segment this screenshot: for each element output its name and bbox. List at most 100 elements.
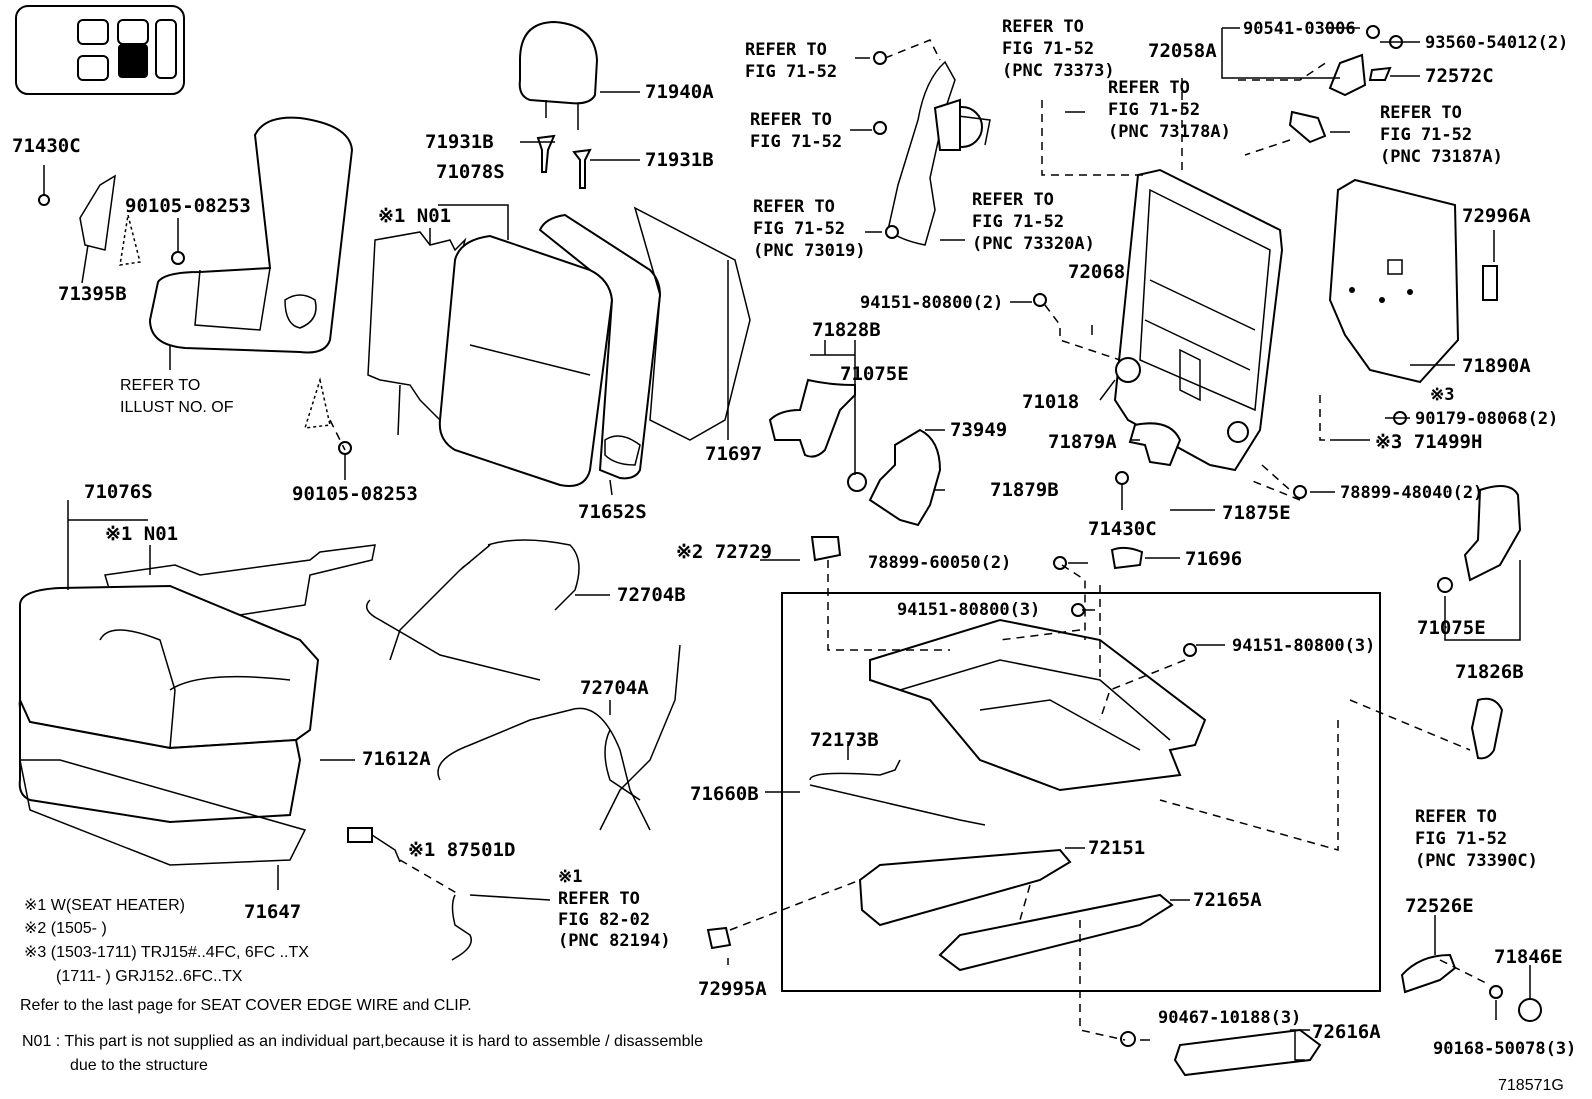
label-71696: 71696 (1185, 548, 1242, 570)
label-90168: 90168-50078(3) (1433, 1039, 1576, 1059)
label-71697: 71697 (705, 443, 762, 465)
note-n01: N01 : This part is not supplied as an in… (22, 1033, 703, 1050)
seat-cushion-assembly (18, 544, 376, 866)
label-72616A: 72616A (1312, 1021, 1381, 1043)
label-71940A: 71940A (645, 81, 714, 103)
label-ref8202-mark: ※1 (558, 867, 582, 887)
label-72165A: 72165A (1193, 889, 1262, 911)
label-73949: 73949 (950, 419, 1007, 441)
label-refer-illust-1: REFER TO (120, 377, 200, 394)
label-72729: ※2 72729 (676, 541, 772, 563)
dashed-alignment-lines (329, 39, 1491, 1041)
recliner-covers (768, 53, 1522, 760)
label-71075E-b: 71075E (1417, 617, 1486, 639)
label-ref7152-h1: REFER TO (1415, 807, 1497, 827)
label-71076S: 71076S (84, 481, 153, 503)
label-ref7152-g3: (PNC 73187A) (1380, 147, 1503, 167)
label-ref7152-d2: FIG 71-52 (1002, 39, 1094, 59)
label-ref7152-f3: (PNC 73320A) (972, 234, 1095, 254)
label-93560: 93560-54012(2) (1425, 33, 1568, 53)
seatback-frame (1113, 168, 1284, 472)
label-72996A: 72996A (1462, 205, 1531, 227)
seat-belt-part (887, 60, 991, 246)
label-94151-a: 94151-80800(2) (860, 293, 1003, 313)
fasteners (873, 25, 1503, 1047)
label-94151-c: 94151-80800(3) (1232, 636, 1375, 656)
label-72526E: 72526E (1405, 895, 1474, 917)
leader-lines (43, 27, 1531, 1061)
heater-harness (347, 827, 551, 961)
label-71612A: 71612A (362, 748, 431, 770)
label-ref7152-e2: FIG 71-52 (1108, 100, 1200, 120)
label-71931B-a: 71931B (425, 131, 494, 153)
headrest-part (518, 20, 599, 189)
note-seat-heater: ※1 W(SEAT HEATER) (24, 897, 185, 914)
label-ref8202-fig: FIG 82-02 (558, 910, 650, 930)
label-71890A: 71890A (1462, 355, 1531, 377)
label-72173B: 72173B (810, 729, 879, 751)
label-refer-illust-2: ILLUST NO. OF (120, 399, 234, 416)
label-72572C: 72572C (1425, 65, 1494, 87)
label-N01-b: ※1 N01 (105, 523, 178, 545)
label-90105-a: 90105-08253 (125, 195, 251, 217)
note-seat-cover-edge: Refer to the last page for SEAT COVER ED… (20, 997, 472, 1014)
label-ref7152-g2: FIG 71-52 (1380, 125, 1472, 145)
note-1711: (1711- ) GRJ152..6FC..TX (56, 968, 243, 985)
label-ref7152-b1: REFER TO (750, 110, 832, 130)
label-ref7152-e3: (PNC 73178A) (1108, 122, 1231, 142)
label-72151: 72151 (1088, 837, 1145, 859)
label-72704A: 72704A (580, 677, 649, 699)
figure-id: 718571G (1498, 1077, 1564, 1094)
label-71018: 71018 (1022, 391, 1079, 413)
label-71499H: ※3 71499H (1375, 431, 1482, 453)
label-ref7152-c3: (PNC 73019) (753, 241, 866, 261)
label-ref7152-c2: FIG 71-52 (753, 219, 845, 239)
part-labels: 71430C 90105-08253 71395B REFER TO ILLUS… (12, 17, 1576, 1059)
label-71828B: 71828B (812, 319, 881, 341)
label-72068: 72068 (1068, 261, 1125, 283)
note-n01-structure: due to the structure (70, 1057, 208, 1074)
label-71430C-a: 71430C (12, 135, 81, 157)
label-71395B: 71395B (58, 283, 127, 305)
label-87501D: ※1 87501D (408, 839, 515, 861)
armrest-part (38, 116, 354, 455)
label-71879B: 71879B (990, 479, 1059, 501)
footnotes: ※1 W(SEAT HEATER) ※2 (1505- ) ※3 (1503-1… (20, 897, 1564, 1094)
label-72704B: 72704B (617, 584, 686, 606)
label-ref7152-d3: (PNC 73373) (1002, 61, 1115, 81)
label-78899-a: 78899-48040(2) (1340, 483, 1483, 503)
label-ref7152-g1: REFER TO (1380, 103, 1462, 123)
note-1505: ※2 (1505- ) (24, 920, 107, 937)
label-ref7152-h3: (PNC 73390C) (1415, 851, 1538, 871)
label-71647: 71647 (244, 901, 301, 923)
label-71652S: 71652S (578, 501, 647, 523)
seat-layout-icon (15, 5, 185, 95)
label-90179: 90179-08068(2) (1415, 409, 1558, 429)
label-ref7152-a1: REFER TO (745, 40, 827, 60)
label-ref7152-f2: FIG 71-52 (972, 212, 1064, 232)
label-71078S: 71078S (436, 161, 505, 183)
release-cables (365, 539, 681, 831)
label-71931B-b: 71931B (645, 149, 714, 171)
label-ref7152-a2: FIG 71-52 (745, 62, 837, 82)
label-ref7152-c1: REFER TO (753, 197, 835, 217)
label-71660B: 71660B (690, 783, 759, 805)
label-94151-b: 94151-80800(3) (897, 600, 1040, 620)
label-90179-mark: ※3 (1430, 385, 1454, 405)
label-72058A: 72058A (1148, 40, 1217, 62)
label-71875E: 71875E (1222, 502, 1291, 524)
label-71879A: 71879A (1048, 431, 1117, 453)
label-71826B: 71826B (1455, 661, 1524, 683)
seatback-board (1328, 178, 1460, 384)
label-78899-b: 78899-60050(2) (868, 553, 1011, 573)
label-ref8202-pnc: (PNC 82194) (558, 931, 671, 951)
label-N01-a: ※1 N01 (378, 205, 451, 227)
label-ref7152-b2: FIG 71-52 (750, 132, 842, 152)
note-1503-1711: ※3 (1503-1711) TRJ15#..4FC, 6FC ..TX (24, 944, 309, 961)
track-covers (706, 536, 1542, 1077)
label-ref8202-refer: REFER TO (558, 889, 640, 909)
label-71075E-a: 71075E (840, 363, 909, 385)
label-90467: 90467-10188(3) (1158, 1008, 1301, 1028)
label-72995A: 72995A (698, 978, 767, 1000)
label-ref7152-e1: REFER TO (1108, 78, 1190, 98)
